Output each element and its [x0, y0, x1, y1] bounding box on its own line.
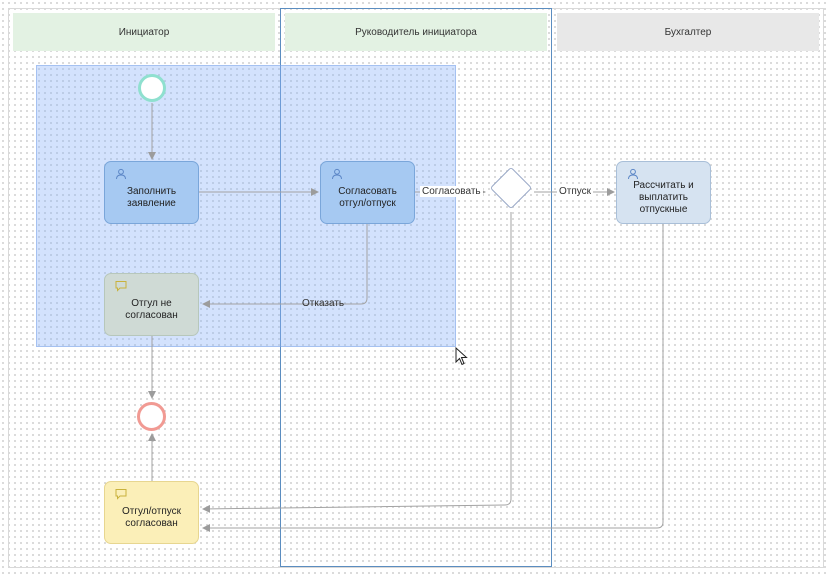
- start-event[interactable]: [138, 74, 166, 102]
- flow-gateway-to-approved: [202, 212, 512, 513]
- edge-label-vacation[interactable]: Отпуск: [557, 186, 594, 197]
- flow-approve-reject: [202, 224, 368, 308]
- lane-header-initiator[interactable]: Инициатор: [13, 13, 275, 51]
- lane-title-accountant: Бухгалтер: [664, 26, 712, 38]
- message-icon: [115, 489, 127, 500]
- mouse-cursor-icon: [455, 347, 468, 366]
- lane-title-manager: Руководитель инициатора: [355, 26, 477, 38]
- task-approved[interactable]: Отгул/отпуск согласован: [104, 481, 199, 544]
- lane-manager-selected[interactable]: [280, 8, 552, 567]
- user-icon: [116, 168, 126, 180]
- task-calculate-pay[interactable]: Рассчитать и выплатить отпускные: [616, 161, 711, 224]
- lane-header-accountant[interactable]: Бухгалтер: [557, 13, 819, 51]
- task-label: Отгул не согласован: [125, 297, 178, 321]
- task-not-approved[interactable]: Отгул не согласован: [104, 273, 199, 336]
- user-icon: [332, 168, 342, 180]
- lane-header-manager[interactable]: Руководитель инициатора: [285, 13, 547, 51]
- task-fill-application[interactable]: Заполнить заявление: [104, 161, 199, 224]
- lane-title-initiator: Инициатор: [118, 26, 170, 38]
- end-event[interactable]: [137, 402, 166, 431]
- edge-label-reject[interactable]: Отказать: [302, 298, 345, 309]
- user-icon: [628, 168, 638, 180]
- message-icon: [115, 281, 127, 292]
- task-label: Рассчитать и выплатить отпускные: [633, 179, 694, 215]
- task-label: Заполнить заявление: [126, 185, 177, 209]
- flow-calculate-to-approved: [202, 224, 664, 532]
- task-label: Отгул/отпуск согласован: [122, 505, 181, 529]
- task-label: Согласовать отгул/отпуск: [338, 185, 397, 209]
- edge-label-approve[interactable]: Согласовать: [420, 186, 483, 197]
- task-approve-leave[interactable]: Согласовать отгул/отпуск: [320, 161, 415, 224]
